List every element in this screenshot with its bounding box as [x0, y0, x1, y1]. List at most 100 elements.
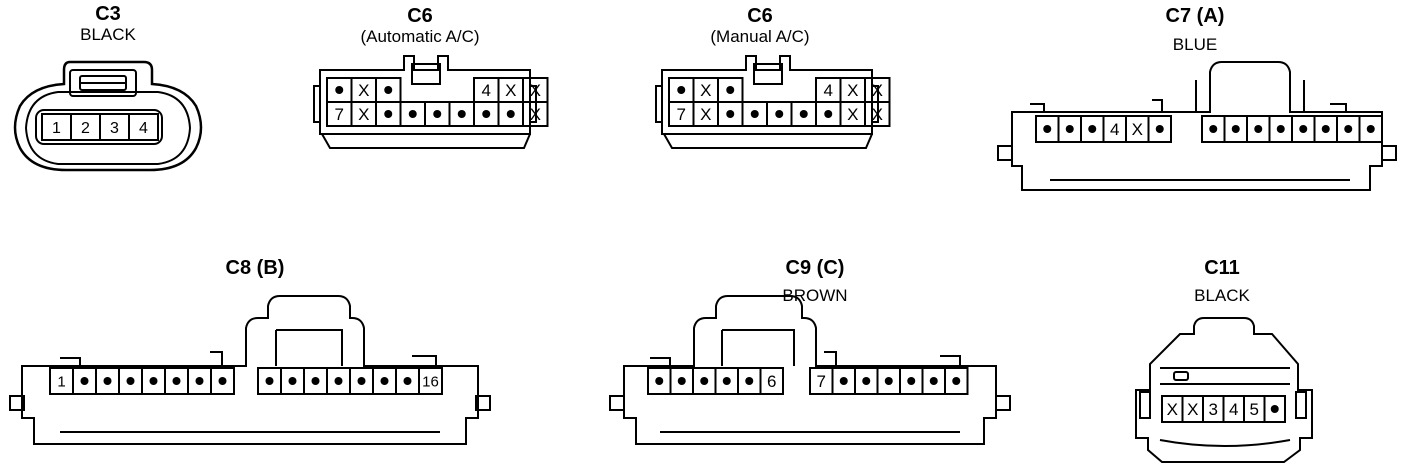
- c7-title: C7 (A): [1165, 5, 1225, 27]
- c3-pin-label: 3: [110, 120, 119, 137]
- c11-pin-label: X: [1167, 400, 1178, 419]
- c3-title: C3: [95, 3, 121, 25]
- c6a-pin-dot: [384, 110, 393, 118]
- c11-pin-label: X: [1187, 400, 1198, 419]
- c6a-pin-label: X: [530, 81, 541, 100]
- c6m-subtitle: (Manual A/C): [710, 27, 810, 46]
- c9-pin-dot: [655, 377, 664, 385]
- c9-pin-label: 7: [817, 372, 826, 391]
- c6a-pin-dot: [457, 110, 466, 118]
- c3-pin-label: 2: [81, 120, 90, 137]
- c9-pin-dot: [929, 377, 938, 385]
- c6a-pin-dot: [433, 110, 442, 118]
- c7-pin-dot: [1366, 125, 1375, 133]
- c8-pin-dot: [311, 377, 320, 385]
- c7-pin-dot: [1231, 125, 1240, 133]
- c11-cell: [1263, 395, 1286, 423]
- c6a-pin-label: X: [358, 105, 369, 124]
- c11-pin-label: 5: [1250, 400, 1259, 419]
- c7-pin-dot: [1254, 125, 1263, 133]
- c7-pin-dot: [1065, 125, 1074, 133]
- c7-pin-dot: [1088, 125, 1097, 133]
- c6a-pin-dot: [482, 110, 491, 118]
- c3-subtitle: BLACK: [80, 25, 136, 44]
- c6m-pin-dot: [726, 110, 735, 118]
- c8-pin-label: 1: [57, 373, 65, 390]
- c3-pin-label: 4: [139, 120, 148, 137]
- c8-connector: 1 16: [9, 295, 491, 445]
- c8-pin-label: 16: [422, 373, 439, 390]
- c7-subtitle: BLUE: [1172, 35, 1218, 54]
- c9-pin-dot: [907, 377, 916, 385]
- c6m-pin-label: 7: [677, 105, 686, 124]
- c11-subtitle: BLACK: [1194, 286, 1250, 305]
- c9-pin-dot: [839, 377, 848, 385]
- c6m-pin-dot: [726, 86, 735, 94]
- c6m-pin-label: X: [700, 81, 711, 100]
- c9-title: C9 (C): [785, 257, 845, 279]
- c9-cell: [944, 367, 969, 395]
- c6a-pin-label: 7: [335, 105, 344, 124]
- c6m-pin-dot: [799, 110, 808, 118]
- c9-pin-dot: [677, 377, 686, 385]
- c9-pin-dot: [700, 377, 709, 385]
- c7-pin-dot: [1276, 125, 1285, 133]
- c6m-pin-dot: [677, 86, 686, 94]
- c8-pin-dot: [126, 377, 135, 385]
- c6a-subtitle: (Automatic A/C): [360, 27, 480, 46]
- c8-pin-dot: [265, 377, 274, 385]
- c7-cell: [1358, 115, 1383, 143]
- c8-pin-dot: [334, 377, 343, 385]
- c8-pin-dot: [288, 377, 297, 385]
- c6a-pin-dot: [384, 86, 393, 94]
- c7-pin-label: 4: [1110, 120, 1119, 139]
- c11-pin-label: 3: [1209, 400, 1218, 419]
- c9-cell: [759, 367, 784, 395]
- c6a-pin-dot: [408, 110, 417, 118]
- c6a-cell: [522, 101, 549, 127]
- c11-pin-label: 4: [1229, 400, 1238, 419]
- c6m-cell: [864, 101, 891, 127]
- c11-title: C11: [1204, 257, 1240, 279]
- c3-cell: [128, 113, 159, 141]
- c8-pin-dot: [403, 377, 412, 385]
- c8-title: C8 (B): [225, 257, 285, 279]
- c8-pin-dot: [149, 377, 158, 385]
- c6a-pin-label: X: [530, 105, 541, 124]
- c8-pin-dot: [195, 377, 204, 385]
- c6a-pin-dot: [335, 86, 344, 94]
- c7-pin-label: X: [1132, 120, 1143, 139]
- c6m-pin-dot: [824, 110, 833, 118]
- c6m-pin-label: 4: [824, 81, 833, 100]
- c7-pin-dot: [1321, 125, 1330, 133]
- c9-pin-label: 6: [767, 372, 776, 391]
- c8-cell: [210, 367, 235, 395]
- c8-pin-dot: [80, 377, 89, 385]
- c7-pin-dot: [1155, 125, 1164, 133]
- c8-pin-dot: [218, 377, 227, 385]
- c9-pin-dot: [952, 377, 961, 385]
- c6m-pin-dot: [750, 110, 759, 118]
- c8-cell: [418, 367, 443, 395]
- c9-pin-dot: [745, 377, 754, 385]
- c6a-title: C6: [407, 5, 433, 27]
- c11-pin-dot: [1270, 405, 1279, 413]
- c6a-pin-dot: [506, 110, 515, 118]
- c7-pin-dot: [1344, 125, 1353, 133]
- c6a-pin-label: X: [505, 81, 516, 100]
- c7-pin-dot: [1299, 125, 1308, 133]
- c8-pin-dot: [172, 377, 181, 385]
- c6m-pin-label: X: [847, 105, 858, 124]
- c6m-pin-label: X: [872, 105, 883, 124]
- c9-pin-dot: [722, 377, 731, 385]
- c8-pin-dot: [380, 377, 389, 385]
- c9-pin-dot: [862, 377, 871, 385]
- c7-pin-dot: [1209, 125, 1218, 133]
- c6m-title: C6: [747, 5, 773, 27]
- c6a-pin-label: 4: [482, 81, 491, 100]
